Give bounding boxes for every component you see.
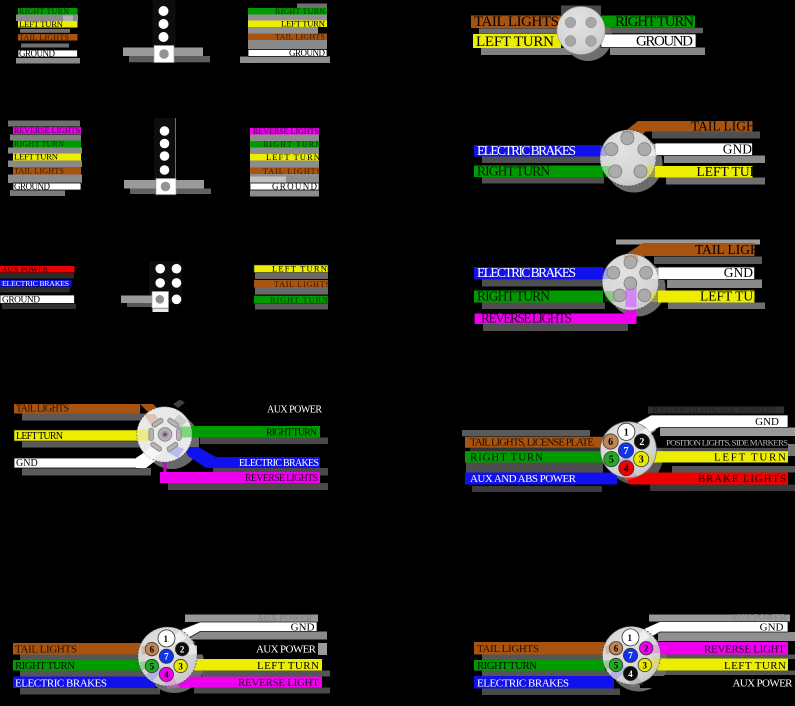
svg-text:POSITION LIGHTS, SIDE MARKERS: POSITION LIGHTS, SIDE MARKERS: [652, 405, 776, 415]
svg-text:1: 1: [628, 633, 633, 643]
svg-text:ELECTRIC BRAKES: ELECTRIC BRAKES: [477, 143, 576, 158]
svg-text:4: 4: [624, 464, 629, 475]
svg-text:RIGHT TURN: RIGHT TURN: [615, 14, 694, 30]
svg-text:REVERSE LIGHTS: REVERSE LIGHTS: [245, 473, 318, 484]
svg-text:RIGHT TURN: RIGHT TURN: [19, 7, 69, 16]
svg-text:5: 5: [614, 660, 619, 670]
svg-text:4: 4: [628, 669, 633, 679]
svg-text:RIGHT TURN: RIGHT TURN: [14, 140, 64, 149]
svg-text:GROUND: GROUND: [272, 181, 318, 191]
svg-text:TAIL LIGHTS: TAIL LIGHTS: [15, 644, 77, 656]
svg-text:1: 1: [624, 427, 629, 438]
svg-text:GND: GND: [755, 416, 779, 428]
svg-text:RIGHT TURN: RIGHT TURN: [266, 427, 317, 438]
svg-text:LEFT TURN: LEFT TURN: [476, 34, 554, 50]
svg-text:ELECTRIC BRAKES: ELECTRIC BRAKES: [477, 677, 569, 689]
svg-text:7: 7: [628, 651, 633, 661]
svg-text:GND: GND: [760, 622, 784, 634]
svg-text:GND: GND: [16, 458, 38, 469]
svg-text:1: 1: [164, 634, 169, 644]
svg-text:REVERSE LIGHT: REVERSE LIGHT: [238, 677, 319, 689]
svg-text:LEFT TURN: LEFT TURN: [724, 660, 786, 672]
svg-text:GROUND: GROUND: [14, 181, 51, 191]
svg-text:5: 5: [609, 455, 614, 466]
svg-text:GND: GND: [291, 622, 315, 634]
svg-text:LEFT TURN: LEFT TURN: [266, 152, 321, 162]
svg-text:TAIL LIGHTS: TAIL LIGHTS: [695, 242, 776, 257]
svg-text:LEFT TURN: LEFT TURN: [257, 660, 319, 672]
svg-text:AUX POWER: AUX POWER: [257, 613, 312, 623]
svg-text:TAIL LIGHTS: TAIL LIGHTS: [477, 643, 539, 655]
svg-text:REVERSE LIGHTS: REVERSE LIGHTS: [481, 311, 572, 326]
svg-text:TAIL LIGHTS: TAIL LIGHTS: [274, 280, 330, 289]
svg-text:GROUND: GROUND: [636, 34, 693, 50]
svg-text:5: 5: [150, 661, 155, 671]
svg-text:AUX AND ABS POWER: AUX AND ABS POWER: [470, 473, 577, 485]
svg-text:RIGHT TURN: RIGHT TURN: [275, 7, 325, 16]
svg-text:6: 6: [614, 644, 619, 654]
svg-text:TAIL LIGHTS: TAIL LIGHTS: [275, 32, 325, 41]
svg-text:2: 2: [639, 437, 644, 448]
svg-text:TAIL LIGHTS: TAIL LIGHTS: [474, 14, 559, 30]
svg-text:ELECTRIC BRAKES: ELECTRIC BRAKES: [15, 678, 107, 690]
svg-text:TAIL LIGHTS: TAIL LIGHTS: [16, 404, 69, 415]
svg-text:3: 3: [178, 661, 183, 671]
svg-text:TAIL LIGHTS, LICENSE PLATE: TAIL LIGHTS, LICENSE PLATE: [470, 437, 594, 449]
svg-text:7: 7: [164, 652, 169, 662]
svg-text:RIGHT TURN: RIGHT TURN: [270, 296, 328, 305]
svg-text:BRAKE LIGHTS: BRAKE LIGHTS: [698, 473, 786, 485]
svg-text:6: 6: [150, 644, 155, 654]
svg-text:TAIL LIGHTS: TAIL LIGHTS: [691, 118, 772, 133]
svg-text:POSITION LIGHTS, SIDE MARKERS: POSITION LIGHTS, SIDE MARKERS: [666, 438, 788, 448]
svg-text:GND: GND: [724, 265, 753, 280]
svg-text:ELECTRIC BRAKES: ELECTRIC BRAKES: [2, 279, 69, 288]
svg-text:4: 4: [164, 670, 169, 680]
svg-text:LEFT TURN: LEFT TURN: [697, 164, 769, 179]
svg-text:LEFT TURN: LEFT TURN: [16, 431, 63, 442]
svg-text:RIGHT TURN: RIGHT TURN: [477, 164, 550, 179]
svg-text:TAIL LIGHTS: TAIL LIGHTS: [14, 166, 64, 175]
svg-text:TAIL LIGHTS: TAIL LIGHTS: [19, 33, 69, 42]
svg-text:3: 3: [643, 660, 648, 670]
svg-text:REVERSE LIGHTS: REVERSE LIGHTS: [253, 127, 319, 136]
svg-text:REVERSE LIGHT: REVERSE LIGHT: [704, 644, 785, 656]
svg-text:ELECTRIC BRAKES: ELECTRIC BRAKES: [477, 265, 576, 280]
svg-text:RIGHT TURN: RIGHT TURN: [477, 660, 537, 672]
svg-text:2: 2: [180, 644, 185, 654]
svg-text:7: 7: [624, 446, 629, 457]
svg-text:LEFT TURN: LEFT TURN: [14, 152, 59, 162]
svg-text:AUX POWER: AUX POWER: [256, 643, 317, 655]
svg-text:LEFT TURN: LEFT TURN: [19, 19, 64, 29]
svg-text:REVERSE LIGHTS: REVERSE LIGHTS: [14, 126, 80, 135]
svg-text:RIGHT TURN: RIGHT TURN: [263, 140, 321, 149]
svg-text:AUX POWER: AUX POWER: [267, 404, 322, 415]
svg-text:ELECTRIC BRAKES: ELECTRIC BRAKES: [239, 458, 319, 469]
svg-text:AUX POWER: AUX POWER: [2, 265, 49, 274]
svg-text:LEFT TURN: LEFT TURN: [281, 18, 326, 28]
svg-text:AUX POWER: AUX POWER: [731, 613, 786, 623]
svg-text:RIGHT TURN: RIGHT TURN: [470, 451, 543, 463]
svg-text:LEFT TURN: LEFT TURN: [700, 288, 772, 303]
svg-text:GROUND: GROUND: [2, 295, 40, 305]
svg-text:2: 2: [644, 644, 649, 654]
svg-text:6: 6: [608, 437, 613, 448]
svg-text:RIGHT TURN: RIGHT TURN: [15, 660, 75, 672]
svg-text:GROUND: GROUND: [289, 48, 326, 58]
svg-text:GND: GND: [723, 142, 752, 157]
svg-text:GROUND: GROUND: [19, 48, 56, 58]
svg-text:TAIL LIGHTS: TAIL LIGHTS: [263, 167, 321, 176]
svg-text:3: 3: [639, 455, 644, 466]
svg-text:LEFT TURN: LEFT TURN: [272, 264, 328, 274]
svg-text:RIGHT TURN: RIGHT TURN: [477, 288, 550, 303]
svg-text:AUX POWER: AUX POWER: [733, 678, 794, 690]
